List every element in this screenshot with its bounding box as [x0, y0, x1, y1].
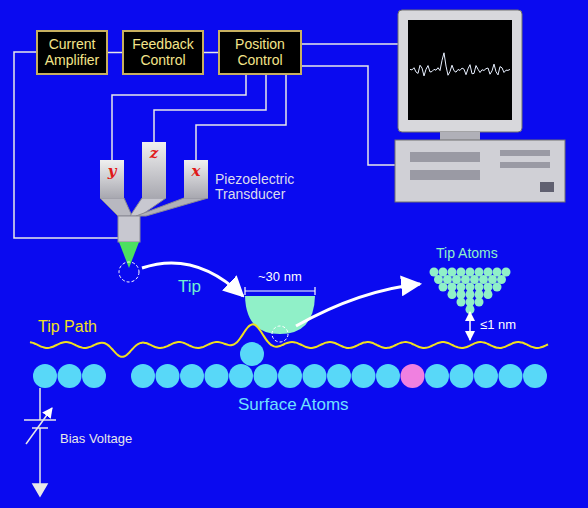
piezo-leg: y: [100, 160, 124, 198]
part-label: Tip Path: [38, 318, 97, 336]
zoom-arrow: [142, 263, 243, 296]
tip-path: [30, 324, 548, 357]
part-label: Tip: [178, 278, 201, 297]
gap-arrow: [469, 312, 471, 340]
wire: [154, 75, 266, 142]
node-text: z: [150, 144, 159, 162]
piezo-leg: x: [184, 160, 208, 198]
tip-atoms: [430, 268, 511, 315]
tip-apex: [245, 296, 315, 334]
wire: [196, 75, 286, 160]
computer: [395, 10, 565, 202]
surface-atoms: [33, 342, 547, 388]
part-label: Bias Voltage: [60, 432, 132, 446]
piezo-body: [100, 198, 208, 242]
wire: [112, 75, 246, 160]
node-text: y: [108, 162, 117, 180]
computer-wire: [300, 43, 400, 45]
part-label: Piezoelectric Transducer: [215, 172, 325, 203]
dimension: ~30 nm: [258, 270, 302, 284]
node-text: Position Control: [224, 37, 296, 68]
instrument-box: Position Control: [218, 30, 302, 75]
computer-wire: [300, 66, 395, 165]
instrument-box: Feedback Control: [122, 30, 204, 75]
bias-circuit: [24, 388, 56, 496]
zoom-circle: [119, 262, 139, 282]
dimension: ≤1 nm: [480, 318, 516, 332]
current-wire: [14, 52, 120, 238]
piezo-leg: z: [142, 142, 166, 198]
tip-cone: [119, 242, 139, 268]
dimension-line: [245, 287, 315, 295]
zoom-arrow: [296, 284, 420, 326]
node-text: Feedback Control: [128, 37, 198, 68]
part-label: Tip Atoms: [436, 246, 498, 261]
node-text: x: [192, 162, 201, 180]
part-label: Surface Atoms: [238, 396, 349, 415]
wire: [204, 52, 218, 54]
node-text: Current Amplifier: [42, 37, 102, 68]
instrument-box: Current Amplifier: [36, 30, 108, 75]
wire: [108, 52, 122, 54]
zoom-circle: [272, 326, 288, 342]
